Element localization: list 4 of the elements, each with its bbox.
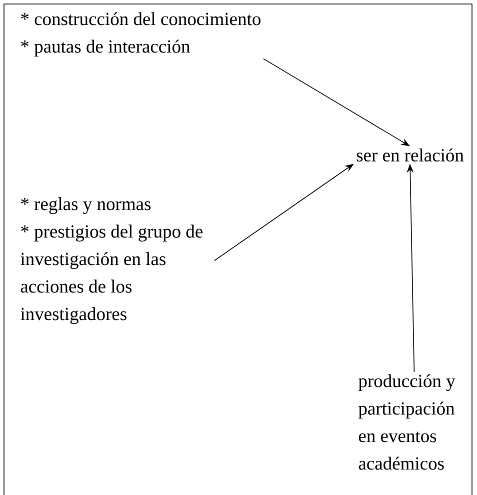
- text-label: * construcción del conocimiento * pautas de interacción: [21, 12, 260, 56]
- text-label: * reglas y normas * prestigios del grupo de investigación en las acciones de los investigadores: [20, 197, 202, 324]
- text-label: producción y participación en eventos académicos: [358, 374, 456, 470]
- text-label: ser en relación: [356, 148, 464, 162]
